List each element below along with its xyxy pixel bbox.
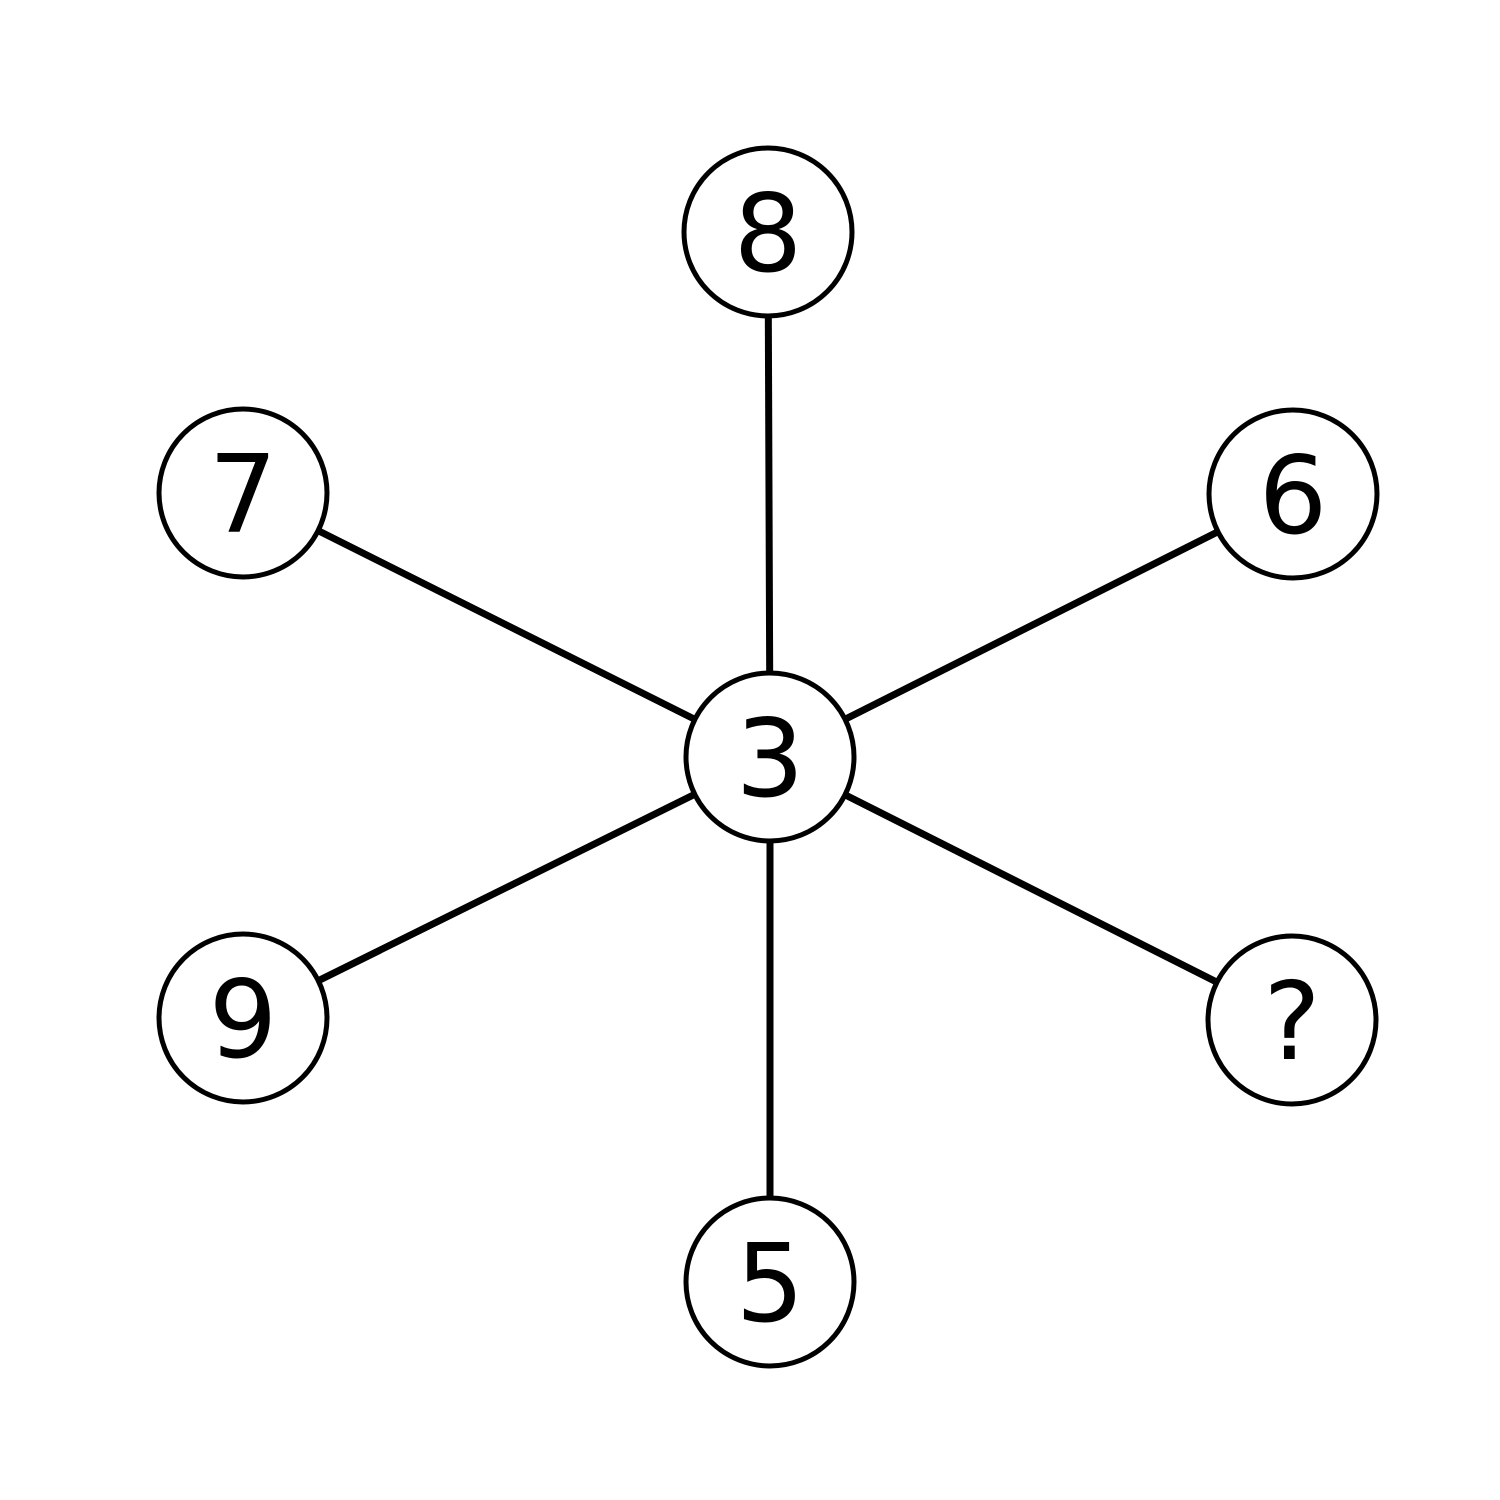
node-upper-right: 6 xyxy=(1206,407,1380,581)
node-label-top: 8 xyxy=(734,172,803,297)
node-top: 8 xyxy=(681,145,855,319)
node-circle-lower-left xyxy=(156,931,330,1105)
edge-center-upper-left xyxy=(241,489,772,761)
node-bottom: 5 xyxy=(683,1195,857,1369)
edge-center-lower-right xyxy=(768,753,1294,1024)
node-circle-lower-right xyxy=(1205,933,1379,1107)
node-center: 3 xyxy=(683,670,857,844)
node-circle-top xyxy=(681,145,855,319)
node-label-lower-right: ? xyxy=(1263,960,1320,1085)
edge-center-lower-left xyxy=(241,753,772,1022)
node-circle-bottom xyxy=(683,1195,857,1369)
node-circle-center xyxy=(683,670,857,844)
node-label-lower-left: 9 xyxy=(209,958,278,1083)
node-label-center: 3 xyxy=(736,697,805,822)
node-upper-left: 7 xyxy=(156,406,330,580)
node-label-upper-right: 6 xyxy=(1259,434,1328,559)
node-circle-upper-left xyxy=(156,406,330,580)
node-label-bottom: 5 xyxy=(736,1222,805,1347)
node-label-upper-left: 7 xyxy=(209,433,278,558)
node-circle-upper-right xyxy=(1206,407,1380,581)
node-lower-left: 9 xyxy=(156,931,330,1105)
node-lower-right: ? xyxy=(1205,933,1379,1107)
edge-center-top xyxy=(764,231,774,758)
edge-center-upper-right xyxy=(768,490,1295,761)
